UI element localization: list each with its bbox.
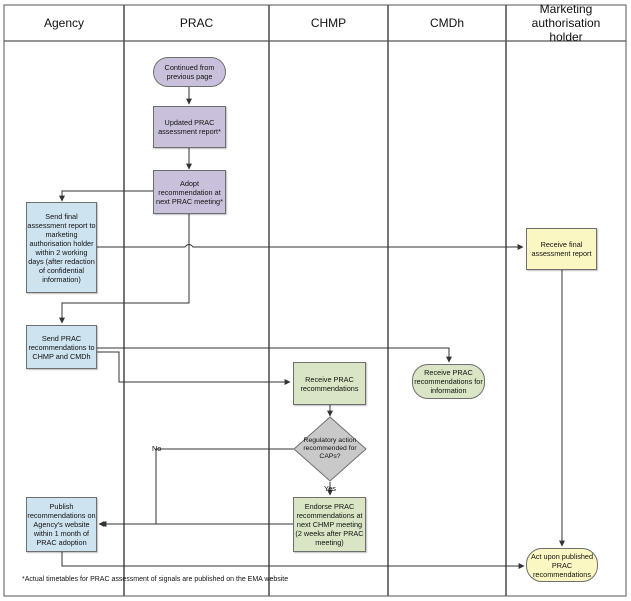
- arrow-decision-no: [98, 448, 294, 527]
- branch-label-yes: Yes: [324, 484, 336, 493]
- node-chmp-receive: Receive PRAC recommendations: [293, 362, 366, 405]
- end-act-upon: Act upon published PRAC recommendations: [526, 548, 598, 582]
- start-continued: Continued from previous page: [153, 57, 226, 87]
- node-updated-report: Updated PRAC assessment report*: [153, 106, 226, 148]
- lane-header-mah: Marketing authorisation holder: [531, 2, 601, 44]
- branch-label-no: No: [152, 444, 162, 453]
- decision-diamond: [293, 416, 367, 482]
- footnote: *Actual timetables for PRAC assessment o…: [22, 576, 289, 583]
- lane-header-prac: PRAC: [179, 16, 214, 30]
- node-send-final-report: Send final assessment report to marketin…: [26, 202, 97, 293]
- arrow-adopt-to-send-final: [59, 190, 153, 202]
- arrow-send-final-to-receive-final: [97, 244, 524, 250]
- arrow-send-prac-to-cmdh: [97, 347, 452, 363]
- arrow-send-prac-to-chmp: [97, 351, 291, 385]
- node-cmdh-receive-info: Receive PRAC recommendations for informa…: [412, 364, 485, 399]
- arrow-adopt-to-send-prac: [59, 213, 190, 324]
- frame: [3, 4, 627, 597]
- arrow-publish-to-act: [61, 552, 525, 569]
- lane-header-cmdh: CMDh: [429, 16, 464, 30]
- decision-regulatory-action: Regulatory action recommended for CAPs?: [303, 437, 357, 460]
- node-endorse-recommendations: Endorse PRAC recommendations at next CHM…: [293, 497, 366, 552]
- lane-header-chmp: CHMP: [310, 16, 347, 30]
- node-publish-recommendations: Publish recommendations on Agency's webs…: [26, 497, 97, 552]
- node-send-prac-recommendations: Send PRAC recommendations to CHMP and CM…: [26, 325, 97, 369]
- node-adopt-recommendation: Adopt recommendation at next PRAC meetin…: [153, 170, 226, 214]
- lane-header-agency: Agency: [43, 16, 85, 30]
- node-receive-final-report: Receive final assessment report: [526, 228, 597, 270]
